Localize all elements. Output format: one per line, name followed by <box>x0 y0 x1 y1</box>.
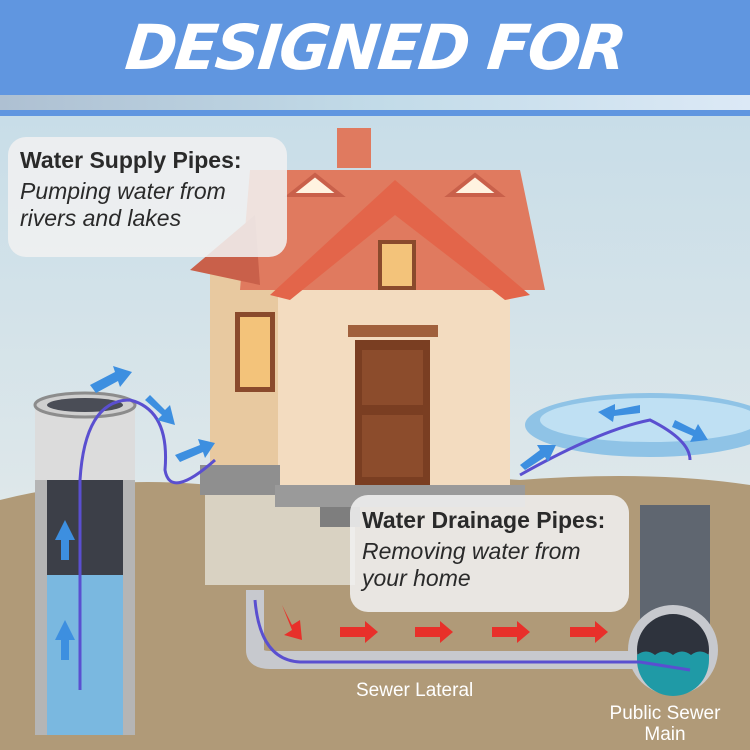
flow-arrows <box>282 605 608 643</box>
manhole-shaft <box>640 505 710 625</box>
banner-title: DESIGNED FOR <box>121 11 629 84</box>
sewer-lateral-pipe <box>246 590 640 669</box>
banner-stripe <box>0 95 750 110</box>
sewer-lateral-label: Sewer Lateral <box>356 680 474 701</box>
callout-title: Water Drainage Pipes: <box>362 507 606 533</box>
snake-cable <box>78 398 692 690</box>
public-sewer-main-label: Public Sewer Main <box>609 703 721 745</box>
well <box>33 391 137 735</box>
banner: DESIGNED FOR <box>0 0 750 95</box>
callout-text: Removing water from your home <box>362 538 581 591</box>
water-arrows <box>55 366 708 660</box>
banner-divider <box>0 110 750 116</box>
callout-title: Water Supply Pipes: <box>20 147 242 173</box>
callout-text: Pumping water from rivers and lakes <box>20 178 226 231</box>
house <box>190 128 545 585</box>
water-supply-callout: Water Supply Pipes: Pumping water from r… <box>8 137 287 257</box>
water-drainage-callout: Water Drainage Pipes: Removing water fro… <box>350 495 629 612</box>
